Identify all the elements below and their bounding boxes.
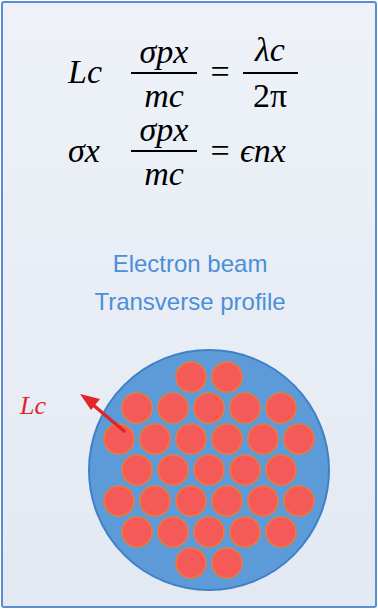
beam-profile: Electron beam Transverse profile	[0, 245, 378, 600]
equation-term: =	[210, 131, 229, 170]
equation-term: =	[210, 52, 229, 91]
equation-term: 2π	[253, 76, 287, 115]
equation-term: Lc	[68, 52, 102, 91]
equation-term: σpx	[140, 110, 189, 149]
equation-term: σpx	[140, 32, 189, 71]
equation-term: σx	[68, 131, 100, 170]
equation-term: λc	[255, 30, 285, 69]
equation-term: ϵnx	[240, 131, 286, 170]
equation-term: mc	[144, 76, 184, 115]
beam-heading: Electron beam Transverse profile	[75, 245, 305, 322]
length-label: Lc	[20, 391, 46, 421]
equation-term: mc	[144, 154, 184, 193]
